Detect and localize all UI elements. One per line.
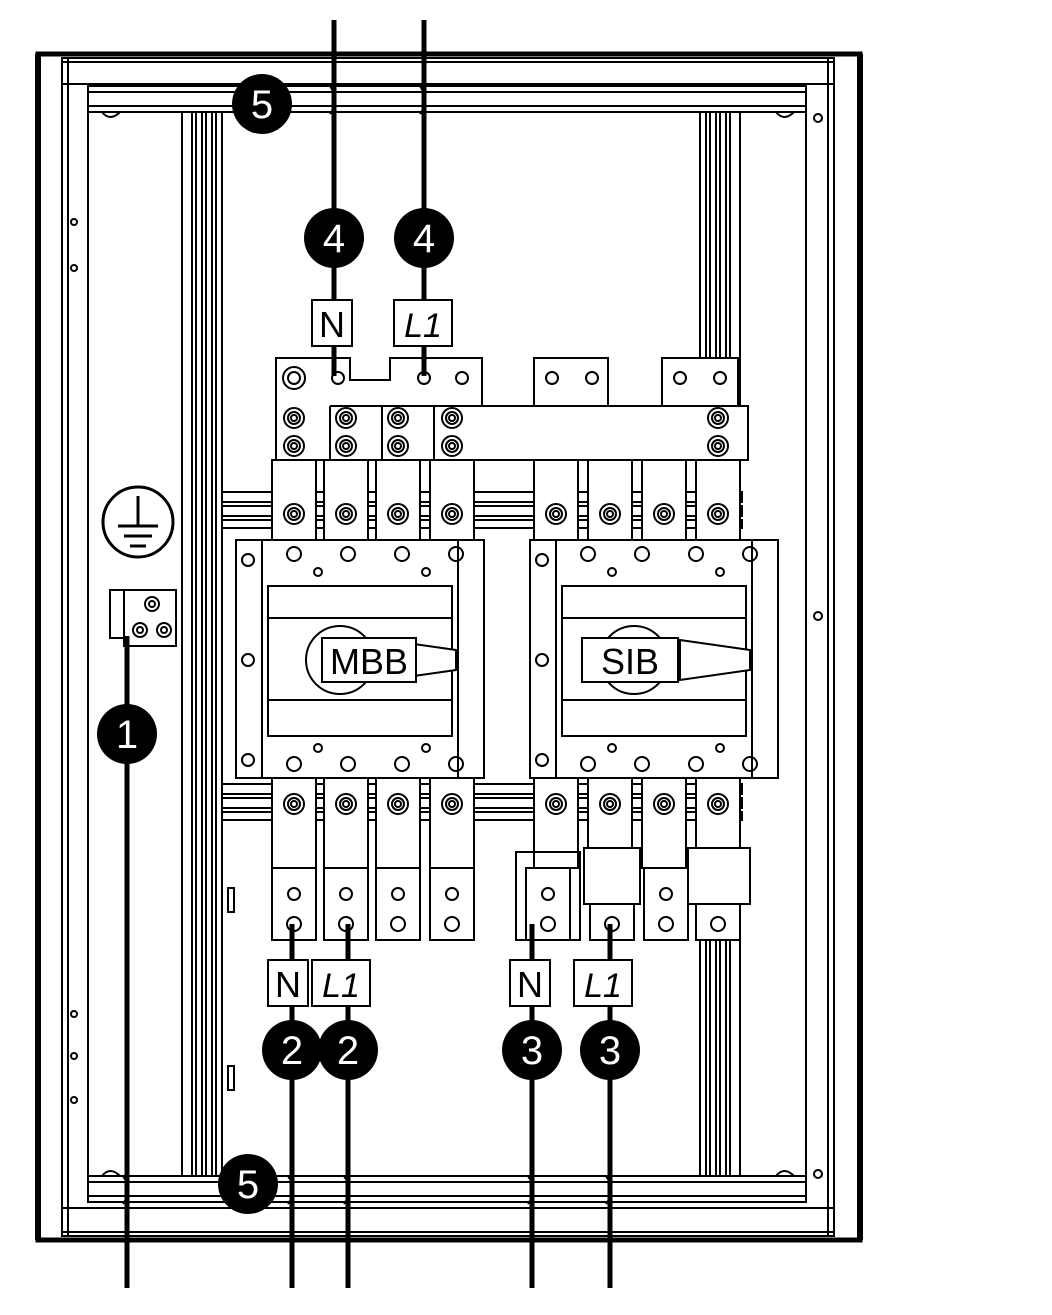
lower-terminal-3 (375, 777, 421, 941)
callout-sib-out-l1-text: 3 (599, 1029, 621, 1073)
label-top-n: N (311, 299, 353, 347)
switch-slot (340, 756, 356, 772)
label-mbb-n: N (267, 959, 309, 1007)
label-top-n-text: N (319, 304, 345, 345)
cable-gland (343, 1175, 350, 1205)
switch-layer: MBB SIB (235, 407, 779, 941)
upper-terminal-1 (271, 407, 317, 541)
cable-gland (287, 1175, 294, 1205)
upper-terminal-4 (429, 407, 475, 541)
callout-sib-out-n-text: 3 (521, 1029, 543, 1073)
callout-bottom-rail: 5 (218, 1154, 278, 1214)
switch-slot (286, 756, 302, 772)
label-mbb-l1-text: L1 (322, 967, 360, 1005)
callout-input-l1-text: 4 (413, 217, 435, 261)
lower-terminal-1 (271, 777, 317, 941)
callout-mbb-out-n-text: 2 (281, 1029, 303, 1073)
earth-terminal (109, 589, 177, 647)
cable-gland (122, 1175, 129, 1205)
protective-earth-icon (101, 485, 175, 559)
busbar-bolt (707, 407, 729, 429)
top-busbar (275, 357, 749, 461)
switch-slot (580, 546, 596, 562)
callout-top-rail: 5 (232, 74, 292, 134)
callout-earth-cable: 1 (97, 704, 157, 764)
switch-mbb: MBB (235, 539, 485, 779)
callouts: 1 2 2 3 3 4 4 5 (97, 74, 640, 1214)
lower-terminal-5 (525, 777, 579, 941)
label-mbb-l1: L1 (311, 959, 371, 1007)
label-sib-n-text: N (517, 964, 543, 1005)
upper-terminal-2 (323, 407, 369, 541)
callout-bottom-rail-text: 5 (237, 1163, 259, 1207)
callout-mbb-out-n: 2 (262, 1020, 322, 1080)
switch-slot (688, 756, 704, 772)
cable-gland (419, 85, 426, 115)
switch-slot (448, 546, 464, 562)
switch-sib-label: SIB (601, 641, 659, 682)
callout-earth-cable-text: 1 (116, 713, 138, 757)
cable-gland (527, 1175, 534, 1205)
switch-slot (634, 546, 650, 562)
cable-gland (605, 1175, 612, 1205)
upper-terminal-6 (587, 459, 633, 541)
callout-input-n: 4 (304, 208, 364, 268)
label-sib-l1: L1 (573, 959, 633, 1007)
switch-slot (742, 756, 758, 772)
switch-slot (688, 546, 704, 562)
lower-terminal-2 (323, 777, 369, 941)
switch-mbb-label: MBB (330, 641, 408, 682)
lower-terminal-4 (429, 777, 475, 941)
callout-input-l1: 4 (394, 208, 454, 268)
switch-sib-label-box (581, 637, 679, 683)
switch-slot (394, 546, 410, 562)
callout-mbb-out-l1: 2 (318, 1020, 378, 1080)
switch-slot (394, 756, 410, 772)
cable-gland (329, 85, 336, 115)
switch-slot (448, 756, 464, 772)
callout-input-n-text: 4 (323, 217, 345, 261)
callout-mbb-out-l1-text: 2 (337, 1029, 359, 1073)
switch-mbb-label-box (321, 637, 417, 683)
label-sib-n: N (509, 959, 551, 1007)
label-top-l1: L1 (393, 299, 453, 347)
callout-sib-out-n: 3 (502, 1020, 562, 1080)
switch-slot (742, 546, 758, 562)
busbar-bolt (707, 435, 729, 457)
upper-terminal-3 (375, 407, 421, 541)
upper-terminal-8 (695, 459, 741, 541)
switch-slot (634, 756, 650, 772)
switch-slot (340, 546, 356, 562)
upper-terminal-5 (533, 459, 579, 541)
switch-sib: SIB (529, 539, 779, 779)
terminal-labels: N L1 N L1 N L1 (267, 299, 633, 1007)
lower-terminal-7 (641, 777, 689, 941)
callout-top-rail-text: 5 (251, 83, 273, 127)
label-sib-l1-text: L1 (584, 967, 622, 1005)
switch-slot (286, 546, 302, 562)
label-top-l1-text: L1 (404, 307, 442, 345)
upper-terminal-7 (641, 459, 687, 541)
callout-sib-out-l1: 3 (580, 1020, 640, 1080)
label-mbb-n-text: N (275, 964, 301, 1005)
switch-slot (580, 756, 596, 772)
